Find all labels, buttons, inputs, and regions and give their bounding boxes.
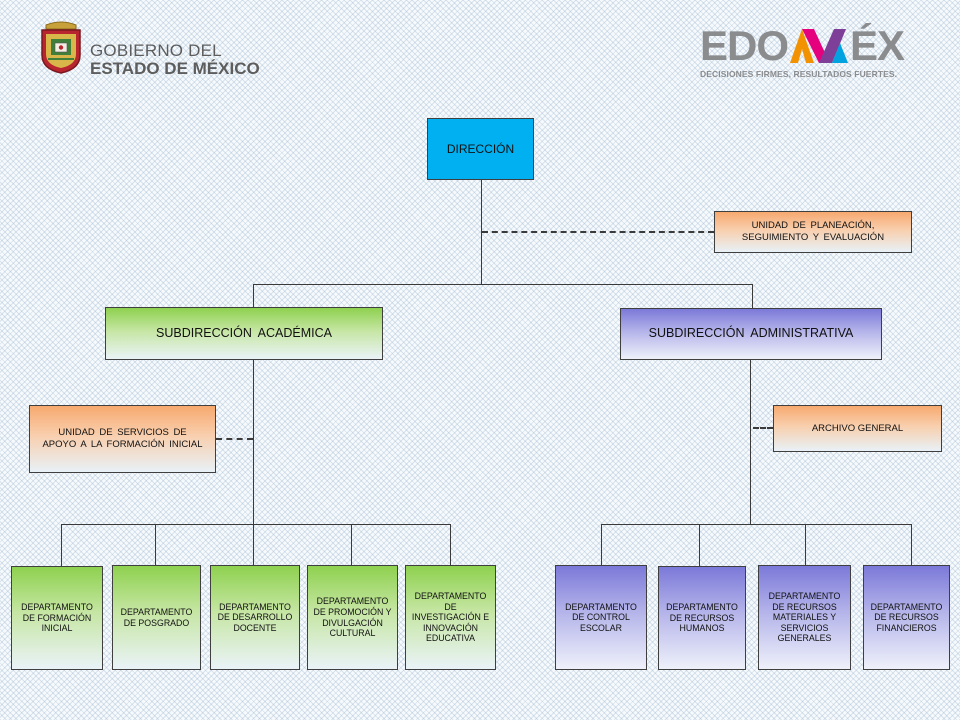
dept-label: DEPARTAMENTO DE CONTROL ESCOLAR	[565, 601, 637, 633]
edomex-wordmark: EDO ÉX	[700, 22, 932, 69]
gobierno-estado-mexico-wordmark: GOBIERNO DEL ESTADO DE MÉXICO	[90, 42, 260, 77]
box-archivo-general-label: ARCHIVO GENERAL	[811, 422, 904, 434]
dashed-connector-servicios-apoyo	[216, 438, 253, 440]
connector-dept-recursos-financieros	[911, 524, 912, 565]
edomex-wordmark-right: ÉX	[850, 22, 905, 69]
box-direccion: DIRECCIÓN	[427, 118, 534, 180]
connector-admin-depts-horizontal	[601, 524, 912, 525]
box-dept-recursos-humanos: DEPARTAMENTO DE RECURSOS HUMANOS	[658, 566, 746, 670]
box-unidad-planeacion: UNIDAD DE PLANEACIÓN, SEGUIMIENTO Y EVAL…	[714, 211, 912, 253]
box-unidad-servicios-apoyo-label: UNIDAD DE SERVICIOS DE APOYO A LA FORMAC…	[42, 427, 203, 450]
estado-de-mexico-seal-logo	[36, 21, 86, 75]
box-unidad-planeacion-label: UNIDAD DE PLANEACIÓN, SEGUIMIENTO Y EVAL…	[741, 220, 885, 243]
connector-academic-depts-horizontal	[61, 524, 451, 525]
dept-label: DEPARTAMENTO DE DESARROLLO DOCENTE	[217, 601, 293, 633]
dashed-connector-archivo	[753, 427, 773, 429]
gobierno-line-2: ESTADO DE MÉXICO	[90, 59, 260, 78]
dashed-connector-planeacion	[482, 231, 714, 233]
connector-subdirecciones-horizontal	[253, 284, 753, 285]
edomex-colored-m-icon	[790, 29, 849, 63]
box-dept-recursos-materiales: DEPARTAMENTO DE RECURSOS MATERIALES Y SE…	[758, 565, 851, 670]
box-direccion-label: DIRECCIÓN	[446, 141, 515, 156]
dept-label: DEPARTAMENTO DE POSGRADO	[120, 606, 193, 628]
dept-label: DEPARTAMENTO DE PROMOCIÓN Y DIVULGACIÓN …	[313, 596, 392, 639]
box-subdireccion-administrativa-label: SUBDIRECCIÓN ADMINISTRATIVA	[648, 326, 854, 341]
connector-to-administrativa	[752, 284, 753, 308]
dept-label: DEPARTAMENTO DE INVESTIGACIÓN E INNOVACI…	[411, 591, 490, 644]
box-dept-formacion-inicial: DEPARTAMENTO DE FORMACIÓN INICIAL	[11, 566, 103, 670]
connector-dept-control-escolar	[601, 524, 602, 565]
box-dept-promocion-divulgacion: DEPARTAMENTO DE PROMOCIÓN Y DIVULGACIÓN …	[307, 565, 398, 670]
connector-dept-posgrado	[155, 524, 156, 565]
box-dept-control-escolar: DEPARTAMENTO DE CONTROL ESCOLAR	[555, 565, 647, 670]
edomex-wordmark-left: EDO	[700, 22, 789, 69]
connector-academica-down	[253, 360, 254, 524]
connector-dept-recursos-materiales	[805, 524, 806, 565]
edomex-logo: EDO ÉX DECISIONES FIRMES, RESULTADOS FUE…	[700, 22, 932, 80]
dept-label: DEPARTAMENTO DE FORMACIÓN INICIAL	[21, 602, 93, 634]
dept-label: DEPARTAMENTO DE RECURSOS HUMANOS	[666, 602, 738, 634]
box-subdireccion-administrativa: SUBDIRECCIÓN ADMINISTRATIVA	[620, 308, 882, 360]
box-subdireccion-academica-label: SUBDIRECCIÓN ACADÉMICA	[156, 325, 332, 340]
connector-dept-promocion	[351, 524, 352, 565]
box-archivo-general: ARCHIVO GENERAL	[773, 405, 942, 452]
dept-label: DEPARTAMENTO DE RECURSOS MATERIALES Y SE…	[768, 591, 841, 644]
connector-dept-recursos-humanos	[699, 524, 700, 566]
connector-administrativa-down	[750, 359, 751, 525]
connector-dept-desarrollo	[253, 524, 254, 565]
box-dept-desarrollo-docente: DEPARTAMENTO DE DESARROLLO DOCENTE	[210, 565, 300, 670]
edomex-slogan: DECISIONES FIRMES, RESULTADOS FUERTES.	[700, 69, 898, 79]
box-dept-investigacion-innovacion: DEPARTAMENTO DE INVESTIGACIÓN E INNOVACI…	[405, 565, 496, 670]
box-dept-recursos-financieros: DEPARTAMENTO DE RECURSOS FINANCIEROS	[863, 565, 950, 670]
box-subdireccion-academica: SUBDIRECCIÓN ACADÉMICA	[105, 307, 383, 360]
gobierno-line-1: GOBIERNO DEL	[90, 41, 222, 60]
connector-direccion-down	[481, 179, 482, 285]
dept-label: DEPARTAMENTO DE RECURSOS FINANCIEROS	[870, 601, 943, 633]
box-unidad-servicios-apoyo: UNIDAD DE SERVICIOS DE APOYO A LA FORMAC…	[29, 405, 216, 473]
box-dept-posgrado: DEPARTAMENTO DE POSGRADO	[112, 565, 201, 670]
connector-to-academica	[253, 284, 254, 307]
connector-dept-formacion	[61, 524, 62, 566]
connector-dept-investigacion	[450, 524, 451, 565]
